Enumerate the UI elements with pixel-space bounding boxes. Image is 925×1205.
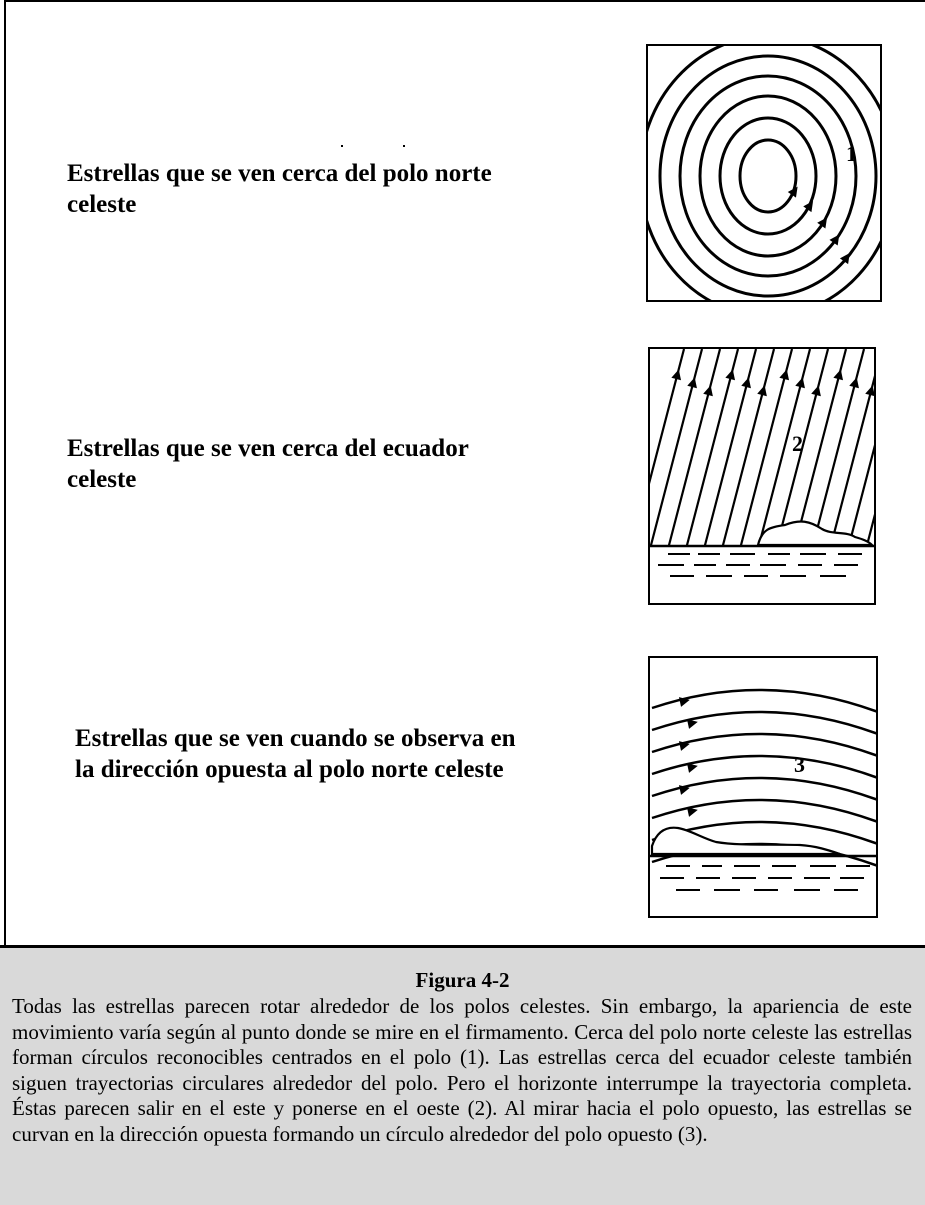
star-trail-ring <box>648 46 880 300</box>
trail-arrow <box>671 369 682 381</box>
trail-arrow <box>803 201 814 213</box>
row-1-description: Estrellas que se ven cerca del polo nort… <box>67 160 492 218</box>
figure-caption: Figura 4-2 Todas las estrellas parecen r… <box>0 945 925 1205</box>
figure-frame <box>4 0 925 1205</box>
star-trail-arc <box>651 710 876 735</box>
trail-arrow <box>678 697 690 707</box>
trail-arrow <box>839 253 850 265</box>
trail-arrow <box>829 234 840 246</box>
trail-arrow <box>833 369 844 381</box>
trail-arrow <box>687 377 697 389</box>
concentric-star-trails: 1 <box>648 46 880 300</box>
arc-star-trails: 3 <box>650 688 876 891</box>
star-trail-line <box>721 349 776 547</box>
star-trail-line <box>650 349 686 485</box>
star-trail-arc <box>651 798 876 823</box>
marker-2: 2 <box>792 431 803 456</box>
star-trail-line <box>847 444 874 547</box>
star-trail-line <box>775 349 830 547</box>
star-trail-line <box>739 349 794 547</box>
figure-title: Figura 4-2 <box>415 968 510 992</box>
stray-mark <box>341 145 343 147</box>
trail-arrow <box>741 377 751 389</box>
star-trail-line <box>685 349 740 547</box>
trail-arrow <box>865 385 874 397</box>
trail-arrow <box>779 369 790 381</box>
row-2-description: Estrellas que se ven cerca del ecuador c… <box>67 435 469 493</box>
marker-3: 3 <box>794 752 805 777</box>
star-trail-line <box>829 375 874 547</box>
trail-arrow <box>795 377 805 389</box>
star-trail-ring <box>658 54 878 298</box>
trail-arrow <box>849 377 859 389</box>
trail-arrow <box>817 217 828 229</box>
star-trail-ring <box>678 74 858 278</box>
stray-mark <box>403 145 405 147</box>
star-trail-arc <box>651 754 876 779</box>
trail-arrow <box>787 186 798 198</box>
trail-arrow <box>686 719 698 729</box>
star-trails-opposite-illustration: 3 <box>648 656 878 918</box>
star-trail-ring <box>738 138 798 214</box>
trail-arrow <box>686 763 698 773</box>
trail-arrow <box>703 385 713 397</box>
trail-arrow <box>811 385 821 397</box>
trail-arrow <box>678 785 690 795</box>
star-trail-line <box>793 349 848 547</box>
trail-arrow <box>725 369 736 381</box>
star-trail-ring <box>718 116 818 236</box>
trail-arrow <box>757 385 767 397</box>
star-trails-pole-illustration: 1 <box>646 44 882 302</box>
star-trail-line <box>865 513 874 547</box>
slanted-star-trails: 2 <box>650 349 874 577</box>
trail-arrow <box>678 741 690 751</box>
figure-description: Todas las estrellas parecen rotar alrede… <box>12 994 912 1146</box>
star-trail-ring <box>698 94 838 258</box>
star-trail-line <box>667 349 722 547</box>
star-trails-equator-illustration: 2 <box>648 347 876 605</box>
row-3-description: Estrellas que se ven cuando se observa e… <box>75 725 516 783</box>
trail-arrow <box>686 807 698 817</box>
marker-1: 1 <box>846 141 857 166</box>
